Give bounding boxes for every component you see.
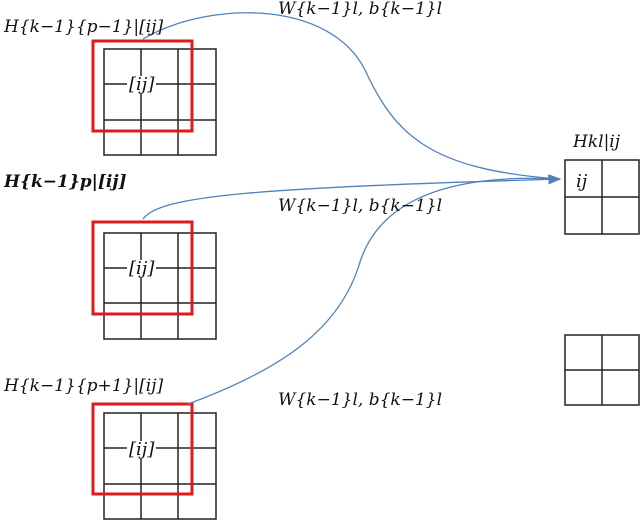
input-grid-mid bbox=[103, 232, 217, 340]
label-h-bot: H{k−1}{p+1}|[ij] bbox=[4, 376, 164, 396]
input-grid-top bbox=[103, 48, 217, 156]
label-h-top: H{k−1}{p−1}|[ij] bbox=[4, 17, 164, 37]
label-w-top: W{k−1}l, b{k−1}l bbox=[278, 0, 443, 19]
cell-label-bot: [ij] bbox=[127, 439, 157, 460]
connection-top bbox=[142, 12, 561, 180]
cell-label-top: [ij] bbox=[127, 74, 157, 95]
output-grid-top bbox=[564, 159, 640, 235]
cell-label-out: ij bbox=[576, 171, 588, 192]
label-h-out: Hkl|ij bbox=[573, 132, 620, 152]
input-grid-bot bbox=[103, 412, 217, 520]
label-w-mid: W{k−1}l, b{k−1}l bbox=[278, 196, 443, 216]
receptive-field-bot bbox=[91, 402, 194, 496]
label-w-bot: W{k−1}l, b{k−1}l bbox=[278, 390, 443, 410]
connection-mid bbox=[142, 174, 562, 220]
receptive-field-mid bbox=[91, 220, 194, 316]
connection-bot bbox=[187, 177, 561, 405]
output-grid-bottom bbox=[564, 334, 640, 406]
cell-label-mid: [ij] bbox=[127, 258, 157, 279]
receptive-field-top bbox=[91, 39, 194, 133]
label-h-mid: H{k−1}p|[ij] bbox=[4, 172, 127, 192]
